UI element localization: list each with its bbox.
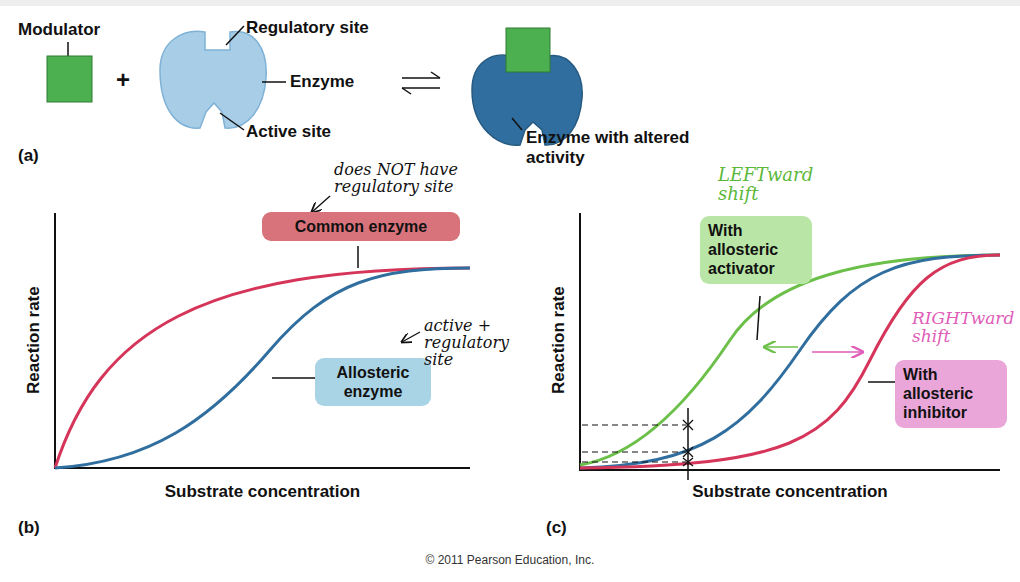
plus-sign: + [116, 66, 130, 94]
copyright-note: © 2011 Pearson Education, Inc. [426, 553, 595, 567]
box-text: With allosteric inhibitor [903, 365, 999, 423]
curve-label-box: With allosteric activator [700, 216, 812, 284]
enzyme-label-box: Allosteric enzyme [315, 358, 431, 406]
axis-title: Reaction rate [24, 286, 44, 394]
curve-label-box: With allosteric inhibitor [895, 360, 1007, 428]
panel-label: (c) [546, 518, 567, 538]
enzyme-label-box: Common enzyme [262, 212, 460, 241]
part-label: Modulator [18, 20, 100, 40]
axis-title: Substrate concentration [692, 482, 888, 502]
axis-title: Reaction rate [549, 286, 569, 394]
panel-label: (a) [18, 146, 39, 166]
part-label: Active site [246, 122, 331, 142]
handwritten-note: active + regulatory site [424, 318, 516, 368]
handwritten-note: does NOT have regulatory site [334, 162, 484, 196]
part-label: Enzyme [290, 72, 354, 92]
handwritten-note: RIGHTward shift [912, 310, 1016, 346]
part-label: Regulatory site [246, 18, 369, 38]
part-label: Enzyme with altered activity [526, 128, 696, 168]
axis-title: Substrate concentration [165, 482, 361, 502]
box-text: Allosteric enzyme [323, 363, 423, 401]
panel-label: (b) [18, 518, 40, 538]
box-text: With allosteric activator [708, 221, 804, 279]
handwritten-note: LEFTward shift [718, 166, 818, 204]
box-text: Common enzyme [270, 217, 452, 236]
